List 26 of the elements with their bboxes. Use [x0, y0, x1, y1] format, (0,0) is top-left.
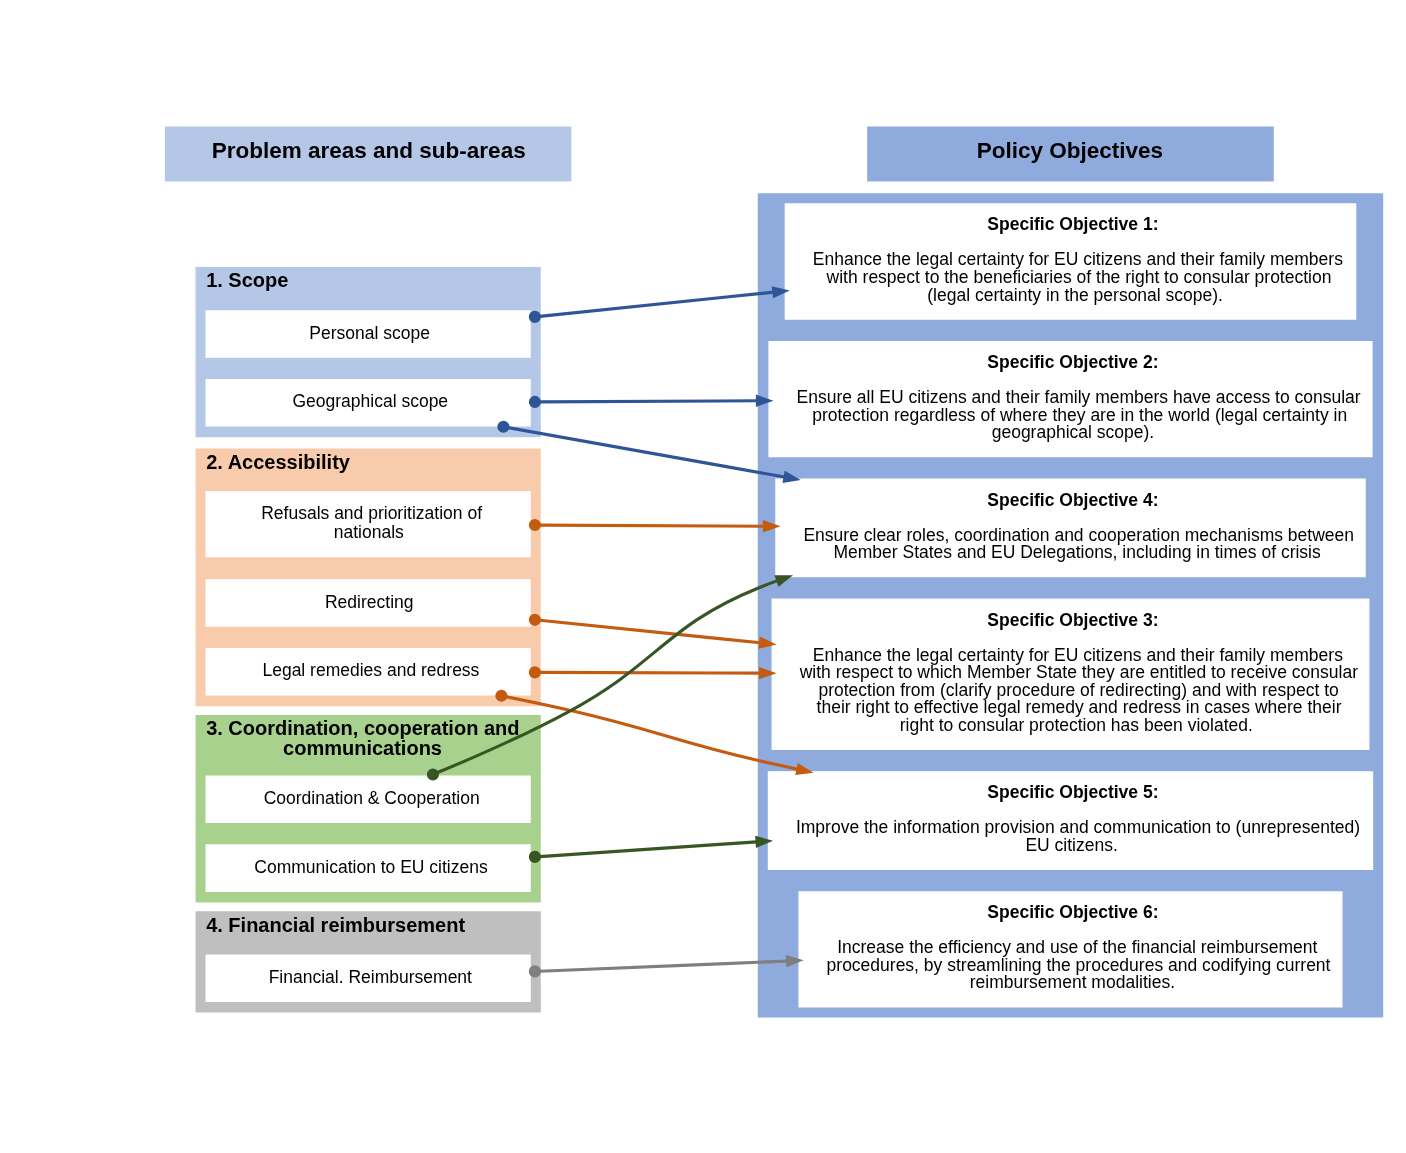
node-box: Geographical scope: [205, 378, 531, 427]
node-box: Coordination & Cooperation: [205, 775, 531, 823]
node-box: Specific Objective 2: Ensure all EU citizens and their family members have access to consular protection regardless of where they are in the world (legal certainty in geographical scope).: [768, 340, 1373, 457]
node-box: Specific Objective 4: Ensure clear roles, coordination and cooperation mechanisms between Member States and EU Delegations, including in times of crisis: [775, 478, 1366, 577]
arrow: [528, 665, 777, 679]
arrow: [497, 420, 801, 483]
arrow: [528, 954, 804, 977]
arrow: [528, 285, 790, 323]
node-box: Refusals and prioritization of nationals: [205, 490, 531, 557]
node-box: Legal remedies and redress: [205, 647, 531, 695]
node-box: Communication to EU citizens: [205, 843, 531, 892]
arrow: [495, 689, 814, 775]
arrow: [528, 613, 777, 649]
node-box: Specific Objective 3: Enhance the legal certainty for EU citizens and their family members with respect to which Member State they are entitled to receive consular protection from (clarify procedure of redirecting) and with respect to their right to effective legal remedy and redress in cases where their right to consular protection has been violated.: [771, 598, 1370, 750]
node-box: Financial. Reimbursement: [205, 953, 531, 1002]
node-box: Specific Objective 5: Improve the information provision and communication to (unrepresented) EU citizens.: [767, 770, 1374, 870]
node-box: Personal scope: [205, 309, 531, 358]
node-box: Policy Objectives: [867, 125, 1274, 181]
arrow: [528, 518, 781, 532]
node-box: Redirecting: [205, 578, 531, 627]
arrow: [426, 574, 794, 780]
node-box: Specific Objective 1: Enhance the legal certainty for EU citizens and their family members with respect to the beneficiaries of the right to consular protection (legal certainty in the personal scope).: [784, 202, 1357, 320]
arrow: [528, 394, 774, 408]
node-box: Specific Objective 6: Increase the efficiency and use of the financial reimbursement procedures, by streamlining the procedures and codifying current reimbursement modalities.: [798, 890, 1343, 1008]
arrow: [528, 835, 774, 863]
node-box: Problem areas and sub-areas: [164, 125, 572, 181]
